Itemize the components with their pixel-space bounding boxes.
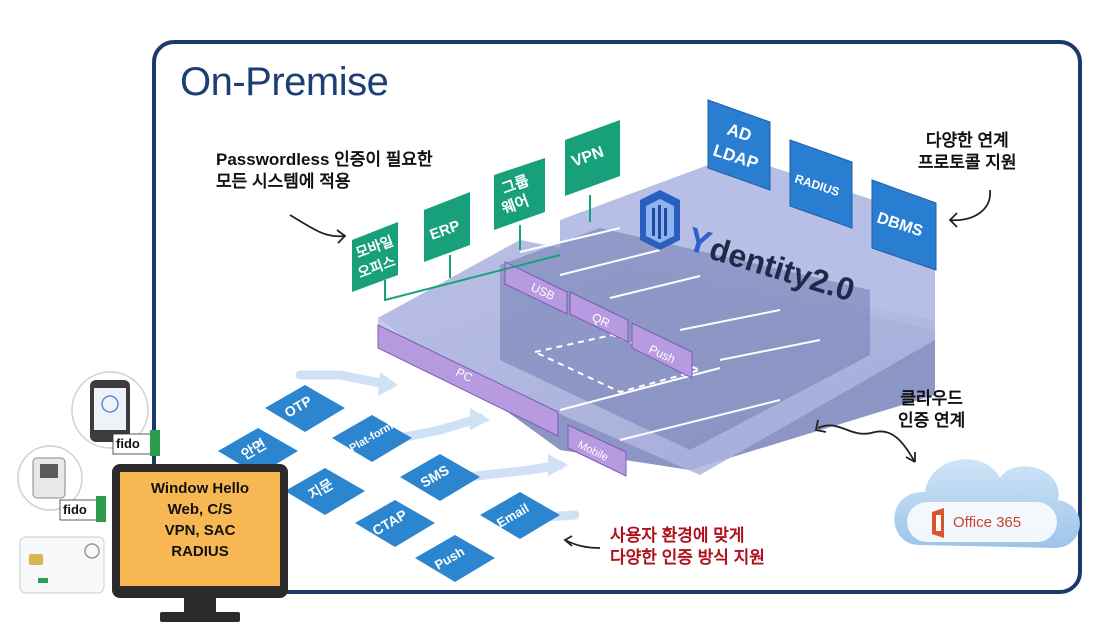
auth-tile-otp: OTP (265, 385, 345, 432)
fido-key-label: fido (63, 502, 87, 517)
monitor-text: Window Hello Web, C/S VPN, SAC RADIUS (122, 478, 278, 562)
system-box-groupware: 그룹 웨어 (494, 158, 545, 230)
office-365-label: Office 365 (953, 514, 1022, 531)
note-cloud-line1: 클라우드 (900, 389, 963, 408)
auth-tile-email: Email (480, 492, 560, 539)
channel-pc-label: PC (454, 365, 475, 385)
system-box-mobile-office: 모바일 오피스 (352, 222, 398, 292)
flow-arrowheads (378, 372, 568, 476)
channel-bar-pc: PC (377, 324, 559, 437)
channel-bar-qr: QR (569, 291, 629, 343)
fido-badge-phone: fido (112, 430, 160, 456)
cloud-icon (894, 459, 1080, 548)
note-cloud: 클라우드 인증 연계 (898, 388, 965, 432)
protocol-box-dbms: DBMS (871, 179, 937, 271)
fido-badge-key: fido (59, 496, 106, 522)
note-protocol-line1: 다양한 연계 (925, 131, 1009, 150)
auth-tile-platform: Plat-form (332, 415, 412, 462)
smart-card-icon (19, 536, 105, 594)
protocol-box-ad-ldap: AD LDAP (707, 99, 771, 191)
annotation-arrows (289, 189, 991, 549)
monitor-line-1: Window Hello (150, 480, 250, 497)
platform-dashed (534, 333, 704, 394)
monitor-line-3: VPN, SAC (164, 522, 236, 539)
auth-tile-sms: SMS (400, 454, 480, 501)
page-title: On-Premise (180, 60, 389, 104)
note-passwordless: Passwordless 인증이 필요한 모든 시스템에 적용 (216, 149, 433, 193)
system-box-vpn: VPN (565, 120, 620, 196)
system-box-erp: ERP (424, 192, 470, 262)
auth-tile-fingerprint: 지문 (285, 468, 365, 515)
platform-inner-dark (500, 228, 870, 450)
channel-bar-usb: USB (504, 261, 568, 315)
note-user-line2: 다양한 인증 방식 지원 (610, 548, 765, 567)
auth-tile-push: Push (415, 535, 495, 582)
auth-tile-face: 안면 (218, 428, 298, 475)
monitor-line-2: Web, C/S (167, 501, 233, 518)
note-protocol: 다양한 연계 프로토콜 지원 (918, 130, 1017, 174)
note-user-line1: 사용자 환경에 맞게 (610, 526, 745, 545)
office-logo-icon (932, 508, 944, 538)
auth-tile-ctap: CTAP (355, 500, 435, 547)
monitor-line-4: RADIUS (171, 543, 229, 560)
note-passwordless-line2: 모든 시스템에 적용 (216, 172, 351, 191)
ydentity-logo-icon (640, 190, 680, 250)
note-protocol-line2: 프로토콜 지원 (918, 153, 1017, 172)
platform-grid (519, 227, 821, 441)
usb-key-device-icon (17, 445, 83, 511)
note-user-env: 사용자 환경에 맞게 다양한 인증 방식 지원 (610, 525, 765, 569)
note-passwordless-line1: Passwordless 인증이 필요한 (216, 150, 433, 169)
monitor-icon (112, 464, 288, 622)
phone-device-icon (71, 371, 149, 449)
protocol-box-radius: RADIUS (789, 139, 853, 229)
system-connectors (384, 195, 591, 302)
fido-phone-label: fido (116, 436, 140, 451)
note-cloud-line2: 인증 연계 (898, 411, 966, 430)
